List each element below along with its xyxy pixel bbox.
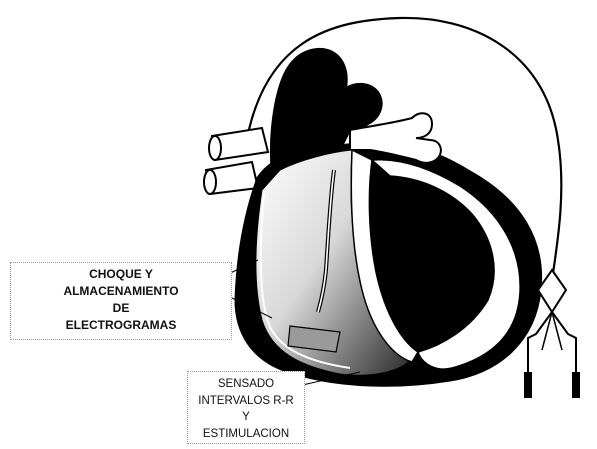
label-shock-storage: CHOQUE Y ALMACENAMIENTO DE ELECTROGRAMAS bbox=[10, 262, 232, 340]
label-shock-line-1: CHOQUE Y bbox=[11, 266, 231, 283]
label-shock-line-4: ELECTROGRAMAS bbox=[11, 317, 231, 334]
label-sensing-pacing: SENSADO INTERVALOS R-R Y ESTIMULACION bbox=[187, 371, 305, 444]
label-sensing-line-4: ESTIMULACION bbox=[188, 426, 304, 443]
label-shock-line-3: DE bbox=[11, 300, 231, 317]
label-sensing-line-1: SENSADO bbox=[188, 376, 304, 393]
label-sensing-line-2: INTERVALOS R-R bbox=[188, 393, 304, 410]
label-sensing-line-3: Y bbox=[188, 409, 304, 426]
label-shock-line-2: ALMACENAMIENTO bbox=[11, 283, 231, 300]
